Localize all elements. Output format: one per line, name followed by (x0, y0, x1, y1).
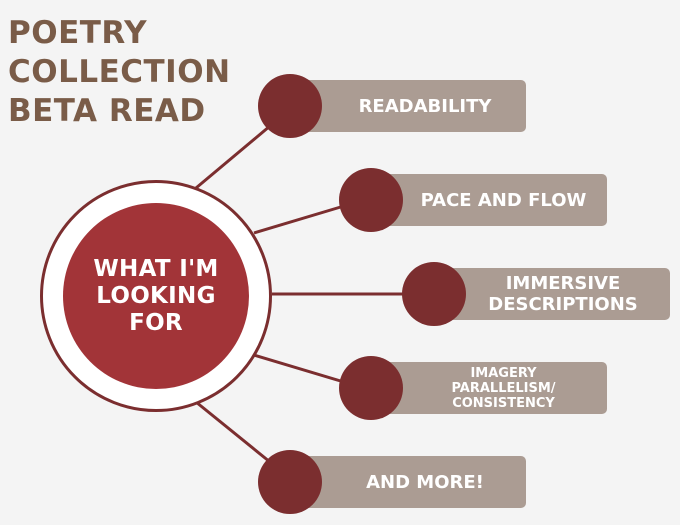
item-dot (339, 168, 403, 232)
item-label-line: DESCRIPTIONS (488, 294, 638, 315)
center-label: WHAT I'M LOOKING FOR (93, 256, 218, 337)
item-label-line: CONSISTENCY (452, 395, 555, 411)
center-line-1: WHAT I'M (93, 255, 219, 282)
item-bar-immersive-descriptions: IMMERSIVE DESCRIPTIONS (432, 268, 670, 320)
item-bar-imagery-parallelism-consistency: IMAGERY PARALLELISM/ CONSISTENCY (372, 362, 607, 414)
center-line-3: FOR (129, 309, 183, 336)
center-circle: WHAT I'M LOOKING FOR (63, 203, 249, 389)
diagram-title: POETRY COLLECTION BETA READ (8, 14, 231, 131)
item-label-line: IMMERSIVE (505, 273, 621, 294)
item-dot (258, 450, 322, 514)
item-label-line: AND MORE! (366, 471, 484, 493)
item-label-line: PARALLELISM/ (451, 380, 556, 396)
item-bar-readability: READABILITY (294, 80, 526, 132)
item-label-line: READABILITY (358, 95, 492, 117)
item-label: PACE AND FLOW (421, 190, 587, 211)
connector-line-2 (253, 204, 345, 235)
connector-line-1 (195, 124, 271, 190)
item-bar-pace-and-flow: PACE AND FLOW (372, 174, 607, 226)
title-line-1: POETRY (8, 15, 148, 51)
item-bar-and-more: AND MORE! (294, 456, 526, 508)
connector-line-4 (253, 353, 345, 384)
item-dot (339, 356, 403, 420)
item-label: IMMERSIVE DESCRIPTIONS (488, 273, 637, 315)
item-label-line: PACE AND FLOW (420, 189, 587, 211)
title-line-2: COLLECTION (8, 54, 231, 90)
item-label: IMAGERY PARALLELISM/ CONSISTENCY (451, 366, 555, 411)
item-label-line: IMAGERY (470, 365, 537, 381)
connector-line-5 (195, 400, 271, 464)
item-dot (402, 262, 466, 326)
center-line-2: LOOKING (96, 282, 216, 309)
item-label: AND MORE! (366, 472, 484, 493)
item-dot (258, 74, 322, 138)
title-line-3: BETA READ (8, 93, 206, 129)
item-label: READABILITY (359, 96, 492, 117)
